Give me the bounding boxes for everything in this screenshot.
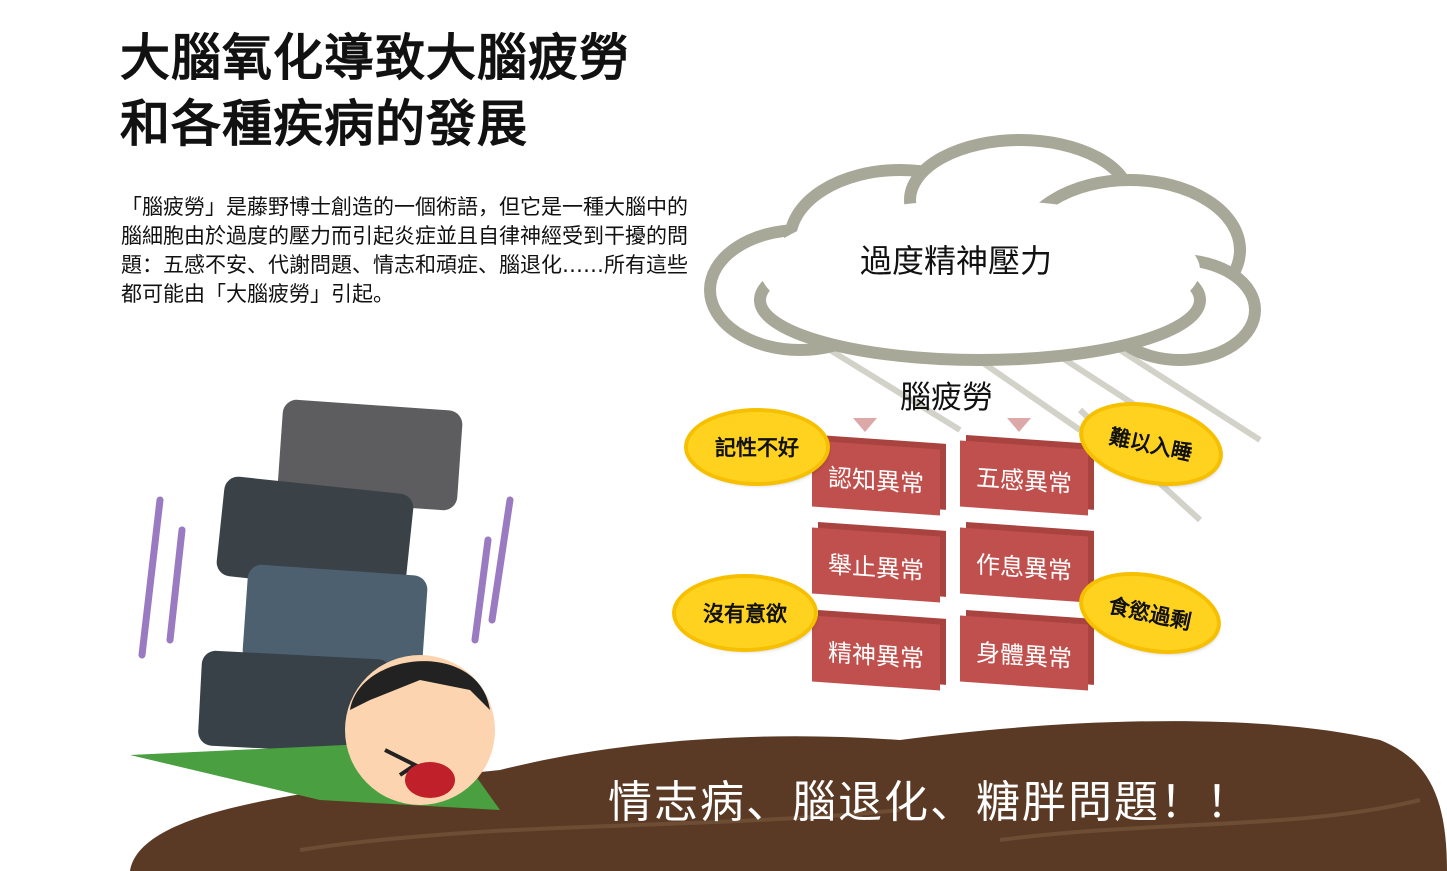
ground-mud [130, 721, 1447, 871]
person-crushed-by-stones-illustration [130, 399, 514, 810]
fatigue-label: 腦疲勞 [900, 380, 993, 416]
box-behavior: 舉止異常 [812, 527, 940, 603]
arrow-down-icon [853, 418, 877, 432]
bubble-memory: 記性不好 [688, 412, 826, 482]
cloud-label: 過度精神壓力 [860, 242, 1053, 280]
box-mental: 精神異常 [812, 615, 940, 691]
description: 「腦疲勞」是藤野博士創造的一個術語，但它是一種大腦中的腦細胞由於過度的壓力而引起… [121, 195, 688, 306]
title-line-2: 和各種疾病的發展 [120, 95, 528, 153]
box-physical: 身體異常 [960, 615, 1088, 691]
arrow-down-icon [1007, 418, 1031, 432]
bottom-text: 情志病、腦退化、糖胖問題！！ [608, 777, 1252, 828]
box-routine: 作息異常 [960, 527, 1088, 603]
bubble-motivation: 沒有意欲 [676, 578, 814, 648]
bubble-appetite: 食慾過剩 [1076, 564, 1224, 662]
box-senses: 五感異常 [960, 440, 1088, 516]
title-line-1: 大腦氧化導致大腦疲勞 [120, 29, 630, 87]
box-cognitive: 認知異常 [812, 440, 940, 516]
storm-cloud-icon [704, 134, 1262, 523]
